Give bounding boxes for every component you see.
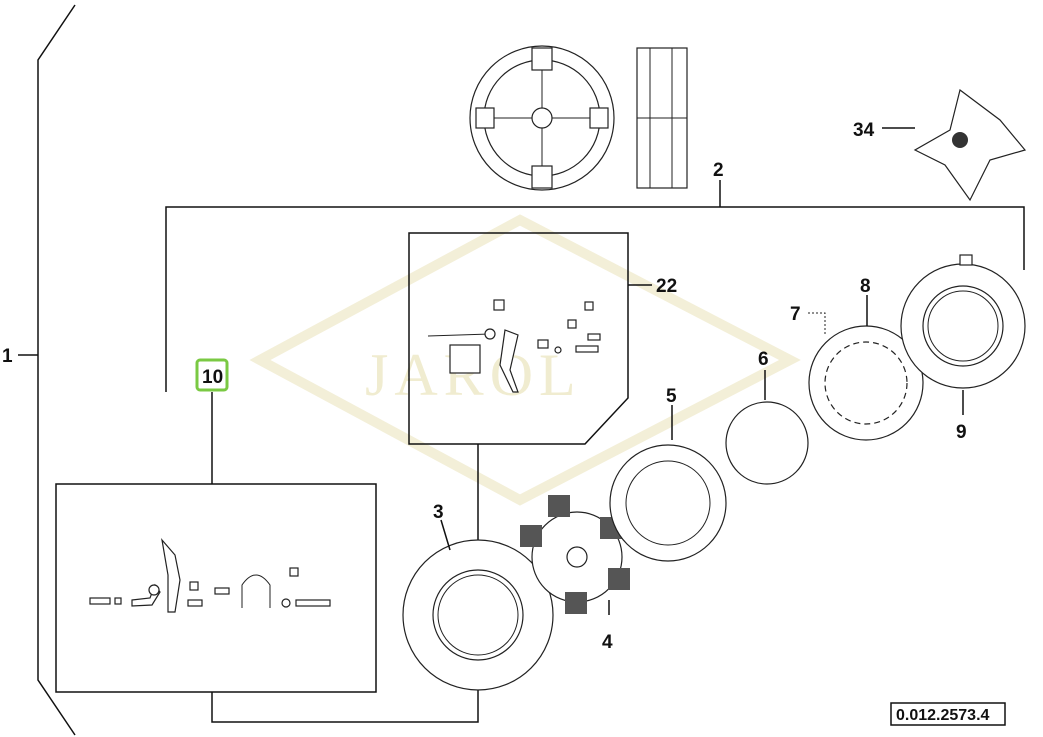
part-4-clutch-disc (520, 495, 630, 614)
kit-10-box (55, 483, 377, 693)
callout-7[interactable]: 7 (790, 304, 801, 325)
clutch-assembly-front (469, 45, 615, 191)
part-6-ring (725, 401, 809, 485)
drawing-number-box (890, 702, 1006, 726)
callout-10-highlight (195, 358, 229, 392)
kit-22-parts (427, 299, 601, 393)
callout-4[interactable]: 4 (602, 632, 613, 653)
callout-9[interactable]: 9 (956, 422, 967, 443)
part-3-pressure-plate (402, 539, 554, 691)
callout-34[interactable]: 34 (853, 120, 875, 141)
part-9-cover (900, 254, 1026, 389)
bracket-2 (165, 206, 1025, 392)
callout-1[interactable]: 1 (2, 346, 13, 367)
callout-8[interactable]: 8 (860, 276, 871, 297)
callout-5[interactable]: 5 (666, 386, 677, 407)
watermark: JAROL (249, 214, 801, 506)
part-5-plate (609, 444, 727, 562)
callout-6[interactable]: 6 (758, 349, 769, 370)
callout-2[interactable]: 2 (713, 160, 724, 181)
kit-22-box (408, 232, 629, 445)
part-8-toothed-disc (808, 325, 924, 441)
kit-10-parts (89, 537, 331, 613)
callout-22[interactable]: 22 (656, 276, 677, 297)
callout-10[interactable]: 10 (202, 367, 223, 388)
clutch-assembly-side (636, 47, 688, 189)
drawing-number: 0.012.2573.4 (896, 707, 990, 724)
callout-3[interactable]: 3 (433, 502, 444, 523)
part-34-disc (913, 88, 1027, 202)
bracket-1 (37, 4, 76, 736)
